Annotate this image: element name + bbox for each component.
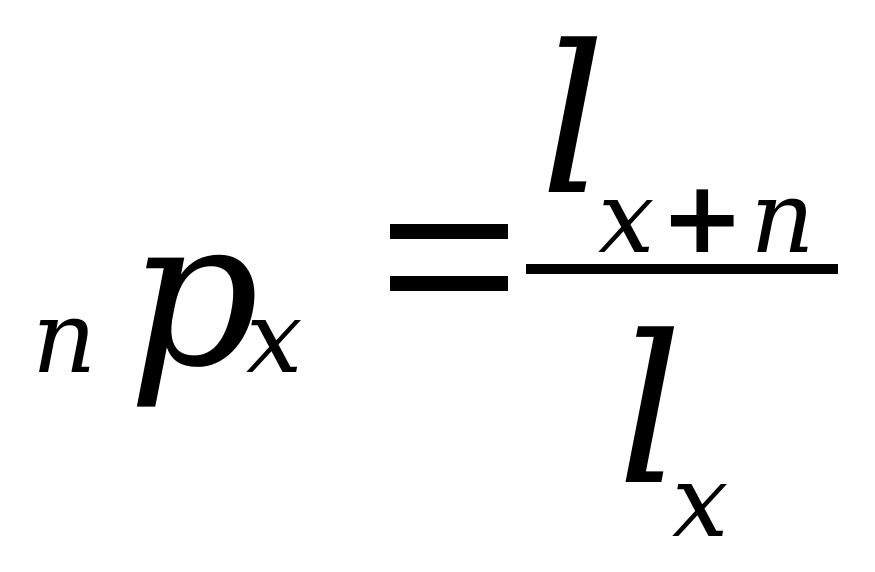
- denominator-subscript-x: x: [672, 443, 729, 560]
- numerator-subscript-n: n: [750, 159, 815, 276]
- pre-subscript-n: n: [32, 279, 97, 396]
- numerator-variable-l: l: [540, 3, 606, 241]
- denominator-variable-l: l: [617, 293, 683, 531]
- subscript-x: x: [246, 279, 303, 396]
- plus-sign: +: [660, 159, 745, 276]
- equals-bar-bottom: [390, 276, 508, 291]
- numerator-subscript: x+n: [598, 168, 815, 268]
- fraction-bar: [526, 264, 838, 274]
- numerator-subscript-x: x: [598, 159, 655, 276]
- equals-bar-top: [390, 224, 508, 239]
- variable-p: p: [128, 175, 260, 413]
